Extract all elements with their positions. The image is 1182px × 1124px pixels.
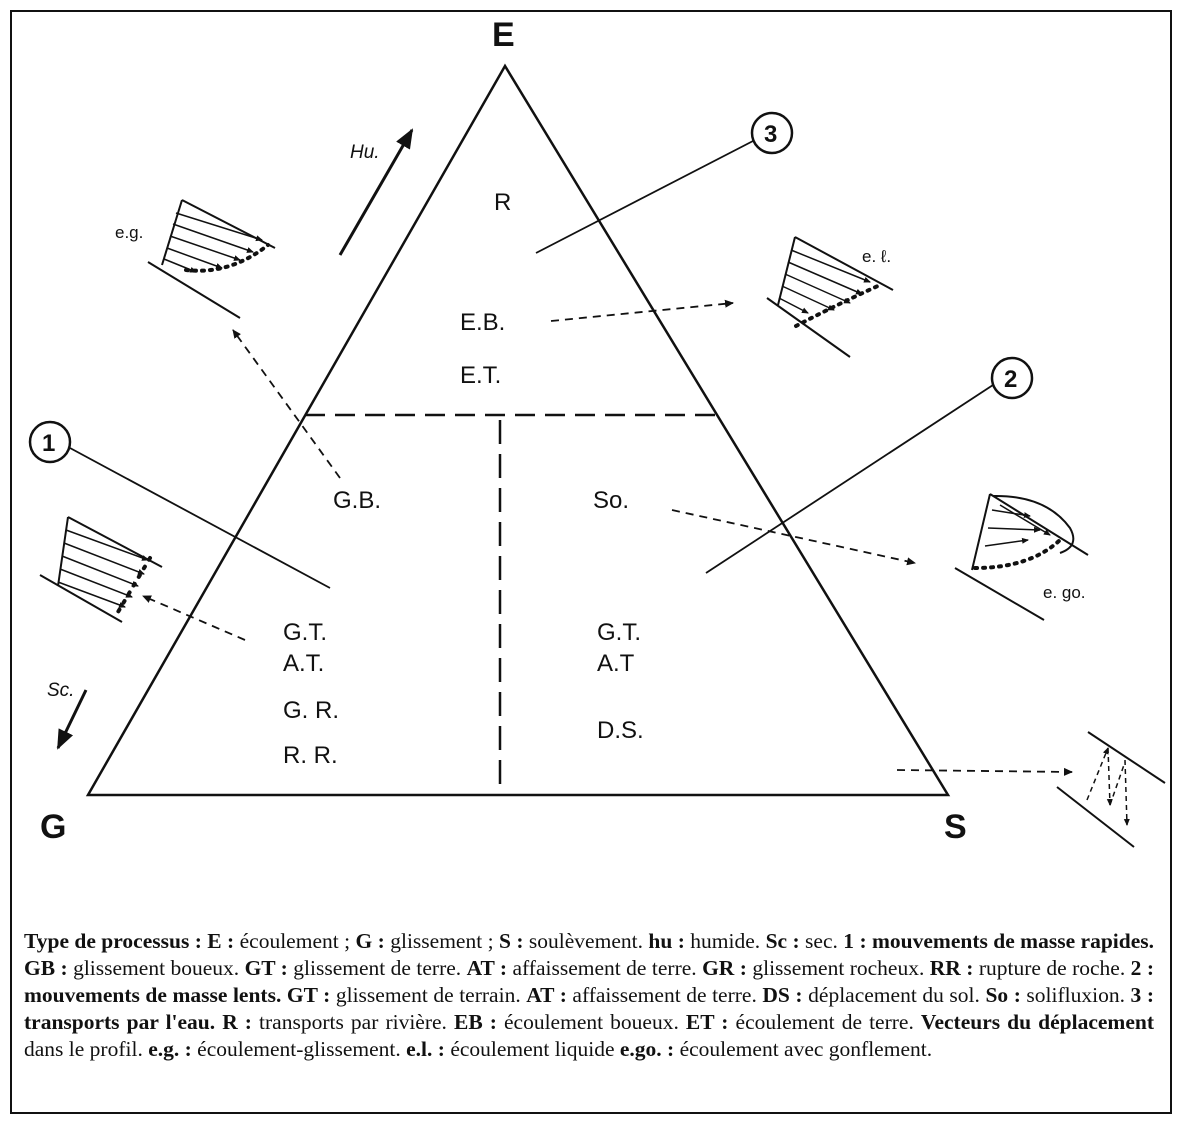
zone-top-et: E.T. (460, 362, 501, 389)
caption-definition: écoulement boueux. (504, 1010, 686, 1034)
zone-right-gt: G.T. (597, 619, 641, 646)
caption-definition: affaissement de terre. (512, 956, 703, 980)
circle-2-label: 2 (1004, 366, 1017, 393)
caption-term: S : (498, 929, 529, 953)
caption-term: Sc : (765, 929, 806, 953)
line-1 (69, 447, 331, 589)
pointer-gt-to-left-profile (142, 595, 246, 641)
caption-definition: dans le profil. (24, 1037, 149, 1061)
caption-term: e.go. : (619, 1037, 680, 1061)
figure-caption: Type de processus : E : écoulement ; G :… (24, 928, 1154, 1063)
zone-left-gr: G. R. (283, 697, 339, 724)
caption-definition: glissement ; (390, 929, 499, 953)
humid-arrow (338, 128, 414, 256)
pointer-so-to-ego (671, 509, 916, 566)
caption-term: DS : (762, 983, 809, 1007)
caption-term: Type de processus : E : (24, 929, 240, 953)
profile-heave (1056, 731, 1166, 848)
zone-right-at: A.T (597, 650, 635, 677)
caption-definition: humide. (690, 929, 766, 953)
caption-term: AT : (526, 983, 573, 1007)
caption-term: e.g. : (148, 1037, 198, 1061)
caption-definition: rupture de roche. (978, 956, 1131, 980)
profile-el (766, 236, 894, 358)
caption-definition: affaissement de terre. (572, 983, 763, 1007)
caption-definition: soulèvement. (528, 929, 649, 953)
caption-term: GR : (702, 956, 753, 980)
circle-3-label: 3 (764, 121, 777, 148)
caption-term: G : (355, 929, 391, 953)
caption-definition: glissement de terre. (293, 956, 467, 980)
profile-rapid (39, 516, 163, 623)
caption-definition: écoulement liquide (450, 1037, 620, 1061)
line-3 (535, 140, 754, 254)
pointer-gb-to-eg (232, 329, 341, 479)
label-ego: e. go. (1043, 583, 1086, 602)
zone-left-rr: R. R. (283, 742, 338, 769)
pointer-eb-to-el (550, 299, 734, 322)
caption-definition: écoulement avec gonflement. (679, 1037, 933, 1061)
circle-3 (750, 111, 794, 155)
dry-arrow (56, 689, 88, 750)
profile-ego (954, 493, 1089, 621)
caption-term: RR : (929, 956, 979, 980)
vertex-e: E (492, 16, 515, 54)
vertex-g: G (40, 808, 66, 846)
caption-definition: écoulement de terre. (735, 1010, 921, 1034)
caption-term: EB : (454, 1010, 504, 1034)
caption-term: hu : (648, 929, 691, 953)
zone-right-so: So. (593, 487, 629, 514)
caption-term: 2 : mouvements de masse lents. GT : (24, 956, 1154, 1007)
caption-definition: glissement boueux. (73, 956, 245, 980)
caption-definition: solifluxion. (1026, 983, 1131, 1007)
zone-left-gb: G.B. (333, 487, 381, 514)
zone-top-eb: E.B. (460, 309, 505, 336)
caption-definition: glissement de terrain. (335, 983, 527, 1007)
caption-term: 3 : transports par l'eau. R : (24, 983, 1154, 1034)
caption-term: So : (985, 983, 1027, 1007)
zone-top-r: R (494, 189, 511, 216)
zone-left-at: A.T. (283, 650, 324, 677)
label-eg: e.g. (115, 223, 143, 242)
caption-term: AT : (466, 956, 513, 980)
humid-label: Hu. (350, 142, 380, 163)
zone-right-ds: D.S. (597, 717, 644, 744)
dry-label: Sc. (47, 680, 74, 701)
caption-definition: sec. (805, 929, 844, 953)
process-triangle (85, 63, 951, 797)
caption-definition: glissement rocheux. (752, 956, 930, 980)
figure-frame (10, 10, 1172, 1114)
caption-definition: écoulement ; (239, 929, 356, 953)
profile-eg (147, 199, 276, 319)
vertex-s: S (944, 808, 967, 846)
pointer-s-to-heave (896, 767, 1073, 776)
line-2 (705, 384, 994, 574)
zone-left-gt: G.T. (283, 619, 327, 646)
circle-1 (28, 420, 72, 464)
caption-term: 1 : mouvements de masse rapides. GB : (24, 929, 1154, 980)
caption-term: e.l. : (406, 1037, 451, 1061)
circle-1-label: 1 (42, 430, 55, 457)
caption-definition: transports par rivière. (259, 1010, 454, 1034)
caption-term: ET : (685, 1010, 736, 1034)
caption-term: GT : (244, 956, 294, 980)
circle-2 (990, 356, 1034, 400)
caption-term: Vecteurs du déplacement (920, 1010, 1154, 1034)
label-el: e. ℓ. (862, 247, 891, 266)
caption-definition: déplacement du sol. (808, 983, 986, 1007)
caption-definition: écoulement-glissement. (197, 1037, 407, 1061)
